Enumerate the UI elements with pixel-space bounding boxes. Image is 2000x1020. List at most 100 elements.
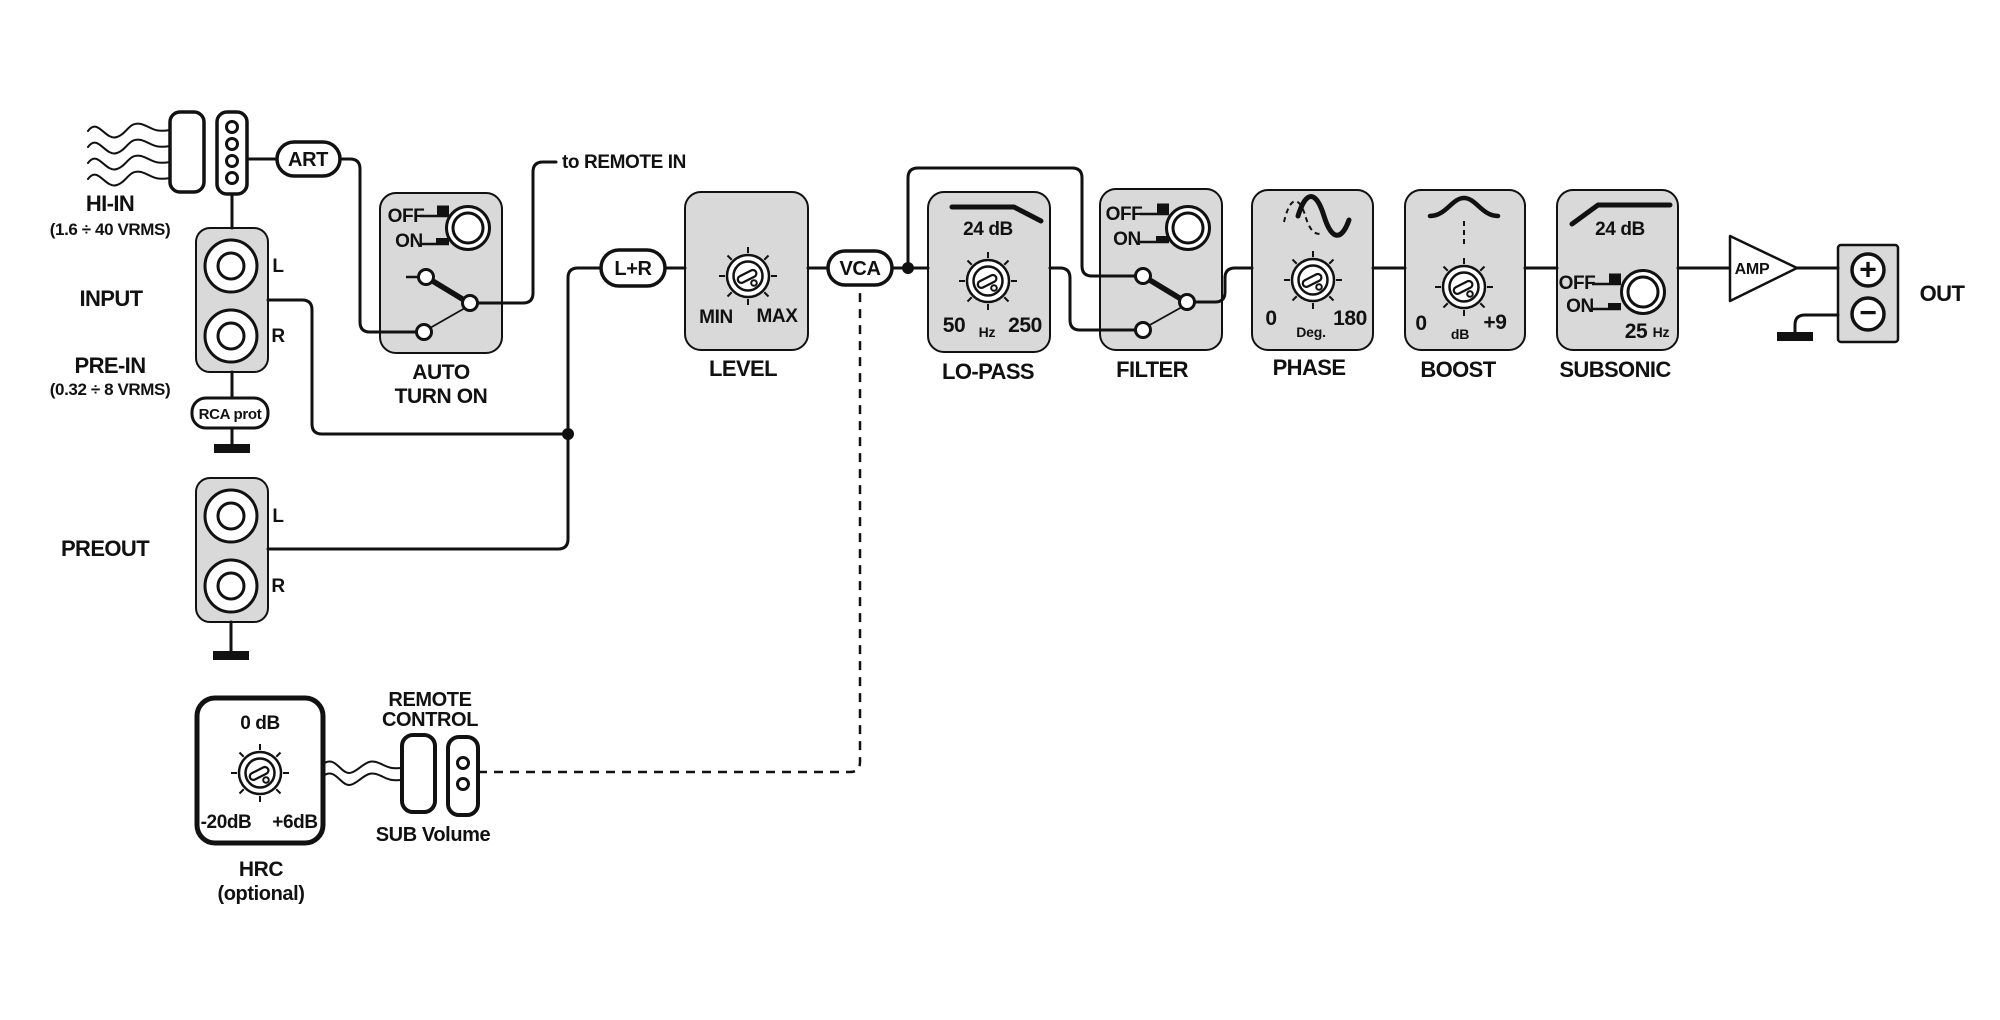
- lo-pass-slope-label: 24 dB: [963, 219, 1013, 240]
- level-min-label: MIN: [699, 307, 733, 328]
- input-jack-r-label: R: [271, 326, 285, 347]
- ground-icon: [1777, 332, 1813, 341]
- phase-section: 0 Deg. 180 PHASE: [1265, 194, 1367, 380]
- minus-terminal[interactable]: [1850, 296, 1886, 332]
- hi-in-connector-pins: [225, 120, 239, 185]
- connector-pin: [456, 777, 470, 791]
- lo-pass-slope-icon: [949, 204, 1044, 224]
- sum-pill-label: L+R: [614, 258, 652, 280]
- sub-volume-connector-icon: [446, 735, 480, 817]
- lo-pass-knob[interactable]: [957, 250, 1019, 312]
- preout-jack-l[interactable]: [203, 488, 259, 544]
- level-title: LEVEL: [709, 356, 777, 381]
- lo-pass-min-label: 50: [943, 314, 966, 337]
- phase-sine-dashed-icon: [1283, 200, 1323, 235]
- level-section: L+R MIN MAX LEVEL VCA: [599, 245, 894, 381]
- wire-remote-volume-dashed: [478, 285, 862, 774]
- auto-turn-on-on-label: ON: [395, 231, 423, 252]
- preout-jack-r[interactable]: [203, 558, 259, 614]
- input-jack-r[interactable]: [203, 308, 259, 364]
- level-max-label: MAX: [756, 306, 798, 327]
- ground-icon: [213, 651, 249, 660]
- preout-section: L R PREOUT: [61, 488, 286, 614]
- preout-title: PREOUT: [61, 536, 150, 561]
- lo-pass-max-label: 250: [1008, 314, 1042, 337]
- filter-button[interactable]: [1165, 205, 1211, 251]
- input-jack-l-label: L: [272, 256, 284, 277]
- lo-pass-section: 24 dB 50 Hz 250 LO-PASS: [942, 204, 1044, 384]
- filter-switch[interactable]: [1134, 267, 1196, 339]
- boost-min-label: 0: [1415, 312, 1426, 335]
- input-title: INPUT: [79, 286, 143, 311]
- hrc-min-label: -20dB: [201, 812, 252, 833]
- wire-junction-to-level: [566, 266, 687, 436]
- input-jack-l[interactable]: [203, 238, 259, 294]
- phase-min-label: 0: [1265, 307, 1276, 330]
- auto-turn-on-button[interactable]: [445, 205, 491, 251]
- filter-title: FILTER: [1116, 357, 1188, 382]
- wire-preout-to-junction: [266, 432, 570, 551]
- filter-on-label: ON: [1113, 229, 1141, 250]
- subsonic-off-label: OFF: [1559, 273, 1596, 294]
- plus-terminal[interactable]: [1850, 252, 1886, 288]
- wire-filter-to-phase: [1185, 266, 1254, 304]
- phase-title: PHASE: [1273, 355, 1346, 380]
- pre-in-range: (0.32 ÷ 8 VRMS): [50, 380, 170, 399]
- vca-pill-label: VCA: [839, 258, 880, 280]
- sum-pill: [599, 248, 667, 288]
- phase-knob[interactable]: [1282, 249, 1344, 311]
- auto-turn-on-section: OFF ON AUTO TURN ON to REMOTE IN: [388, 152, 687, 408]
- amp-triangle-icon: [1728, 234, 1799, 303]
- hrc-top-label: 0 dB: [240, 713, 280, 734]
- ground-icon: [214, 444, 250, 453]
- filter-section: OFF ON FILTER: [1106, 202, 1211, 382]
- boost-section: 0 dB +9 BOOST: [1415, 195, 1507, 382]
- boost-unit-label: dB: [1451, 326, 1469, 342]
- remote-cable-icon: [322, 760, 403, 786]
- auto-turn-on-switch[interactable]: [406, 268, 479, 341]
- junction-dot: [902, 262, 914, 274]
- auto-turn-on-title-line1: AUTO: [412, 361, 470, 384]
- filter-off-label: OFF: [1106, 204, 1143, 225]
- plus-terminal-glyph: +: [1859, 254, 1877, 287]
- pre-in-title: PRE-IN: [75, 353, 146, 378]
- subsonic-freq-label: 25: [1625, 320, 1648, 343]
- minus-terminal-glyph: −: [1859, 297, 1877, 330]
- subsonic-on-label: ON: [1566, 296, 1594, 317]
- subsonic-slope-label: 24 dB: [1595, 219, 1645, 240]
- subsonic-title: SUBSONIC: [1559, 357, 1671, 382]
- output-section: AMP + − OUT: [1728, 234, 1966, 332]
- input-section: L R INPUT PRE-IN (0.32 ÷ 8 VRMS) RCA pro…: [50, 238, 286, 430]
- hrc-max-label: +6dB: [272, 812, 317, 833]
- amp-label: AMP: [1735, 261, 1770, 278]
- hi-in-range: (1.6 ÷ 40 VRMS): [50, 220, 170, 239]
- hrc-title: HRC: [239, 858, 284, 881]
- speaker-wires-icon: [87, 122, 171, 187]
- hi-in-section: HI-IN (1.6 ÷ 40 VRMS) ART: [50, 110, 342, 239]
- hrc-section: 0 dB -20dB +6dB HRC (optional) REMOTE CO…: [194, 689, 491, 905]
- hi-in-connector-icon: [215, 110, 249, 196]
- wire-input-to-junction: [266, 298, 570, 436]
- phase-max-label: 180: [1333, 307, 1367, 330]
- subsonic-section: 24 dB OFF ON 25 Hz SUBSONIC: [1559, 202, 1673, 382]
- sub-volume-plug-icon: [400, 733, 437, 814]
- wire-switch-to-remote-in: [475, 160, 558, 305]
- wire-art-to-switch: [245, 157, 419, 334]
- hrc-subtitle: (optional): [217, 883, 304, 905]
- boost-knob[interactable]: [1433, 256, 1495, 318]
- hrc-knob[interactable]: [229, 742, 291, 804]
- hi-level-plug-icon: [168, 110, 206, 194]
- preout-jack-r-label: R: [271, 576, 285, 597]
- art-badge: [275, 140, 342, 178]
- subsonic-button[interactable]: [1620, 269, 1666, 315]
- subsonic-slope-icon: [1569, 202, 1673, 227]
- remote-control-title-line1: REMOTE: [388, 689, 471, 711]
- sub-volume-label: SUB Volume: [376, 824, 491, 846]
- art-label: ART: [288, 149, 328, 171]
- boost-curve-icon: [1427, 195, 1501, 219]
- boost-title: BOOST: [1420, 357, 1496, 382]
- level-knob[interactable]: [717, 245, 779, 307]
- remote-in-note: to REMOTE IN: [562, 152, 686, 173]
- preout-jack-l-label: L: [272, 506, 284, 527]
- hi-in-title: HI-IN: [86, 191, 134, 216]
